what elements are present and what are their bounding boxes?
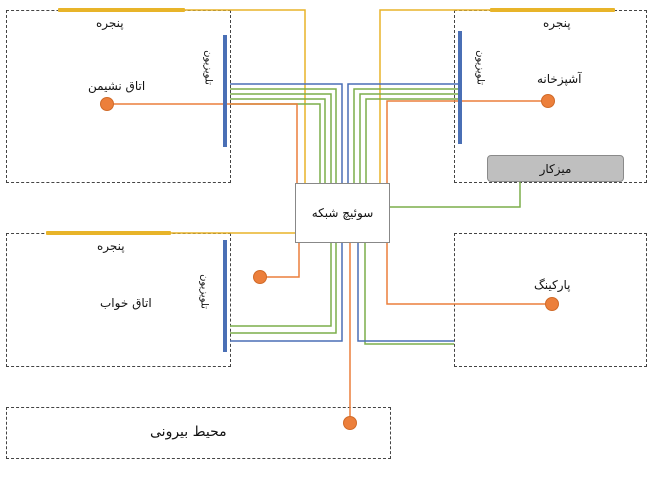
bedroom-window-label: پنجره [97,239,125,253]
blue-wire-parking [357,243,454,342]
orange-wire-bedroom [260,243,300,278]
yellow-wire-kitchen [379,9,490,183]
blue-wire-kitchen [347,83,462,183]
kitchen-label: آشپزخانه [537,72,582,86]
yellow-wire-living [185,9,306,183]
blue-wire-bedroom [230,243,343,342]
network-switch-label: سوئیچ شبکه [311,206,374,220]
orange-wire-kitchen [386,100,548,183]
green-wire-bedroom-1 [230,243,332,327]
green-wire-living-4 [230,103,321,183]
yellow-wire-bedroom [171,232,311,243]
orange-wire-parking [386,243,552,305]
living-window-bar [58,8,185,12]
green-wire-parking [364,243,454,345]
outside-label: محیط بیرونی [150,424,227,440]
blue-wire-living [230,83,343,183]
green-wire-kitchen-3 [365,98,462,183]
parking-label: پارکینگ [534,278,571,292]
network-switch-box: سوئیچ شبکه [295,183,390,243]
green-wire-living-1 [230,88,337,183]
living-room-label: اتاق نشیمن [88,79,146,93]
desk-label: میزکار [539,161,572,176]
bedroom-label: اتاق خواب [100,296,152,310]
green-wire-living-2 [230,93,332,183]
living-endpoint-dot [100,97,114,111]
living-tv-bar [223,35,227,147]
bedroom-tv-bar [223,240,227,352]
green-wire-living-3 [230,98,326,183]
parking-endpoint-dot [545,297,559,311]
green-wire-kitchen-2 [359,93,462,183]
bedroom-window-bar [46,231,171,235]
desk-box: میزکار [487,155,624,182]
kitchen-window-label: پنجره [543,16,571,30]
living-window-label: پنجره [96,16,124,30]
green-wire-bedroom-2 [230,243,337,334]
bedroom-endpoint-dot [253,270,267,284]
parking-box [454,233,647,367]
kitchen-window-bar [490,8,615,12]
living-tv-label: تلویزیون [202,50,214,85]
bedroom-tv-label: تلویزیون [198,274,210,309]
kitchen-tv-bar [458,31,462,144]
kitchen-tv-label: تلویزیون [474,50,486,85]
orange-wire-living [107,103,298,183]
green-wire-kitchen-1 [353,88,462,183]
green-wire-desk [390,182,521,208]
outside-box [6,407,391,459]
kitchen-endpoint-dot [541,94,555,108]
outside-endpoint-dot [343,416,357,430]
